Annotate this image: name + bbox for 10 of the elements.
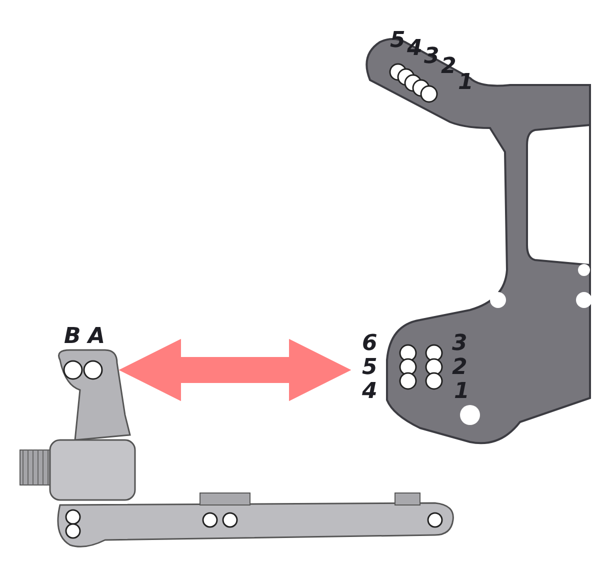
hole-number: 6 <box>362 333 378 355</box>
hole-number: B <box>64 326 81 348</box>
hole-number: A <box>88 326 106 348</box>
hole-number: 3 <box>452 333 468 355</box>
double-arrow <box>118 338 352 402</box>
hole-number: 1 <box>454 381 470 403</box>
hole-number: 4 <box>362 381 378 403</box>
hole-number: 1 <box>458 72 474 94</box>
hole-number: 2 <box>452 357 468 379</box>
hole-number: 5 <box>362 357 378 379</box>
